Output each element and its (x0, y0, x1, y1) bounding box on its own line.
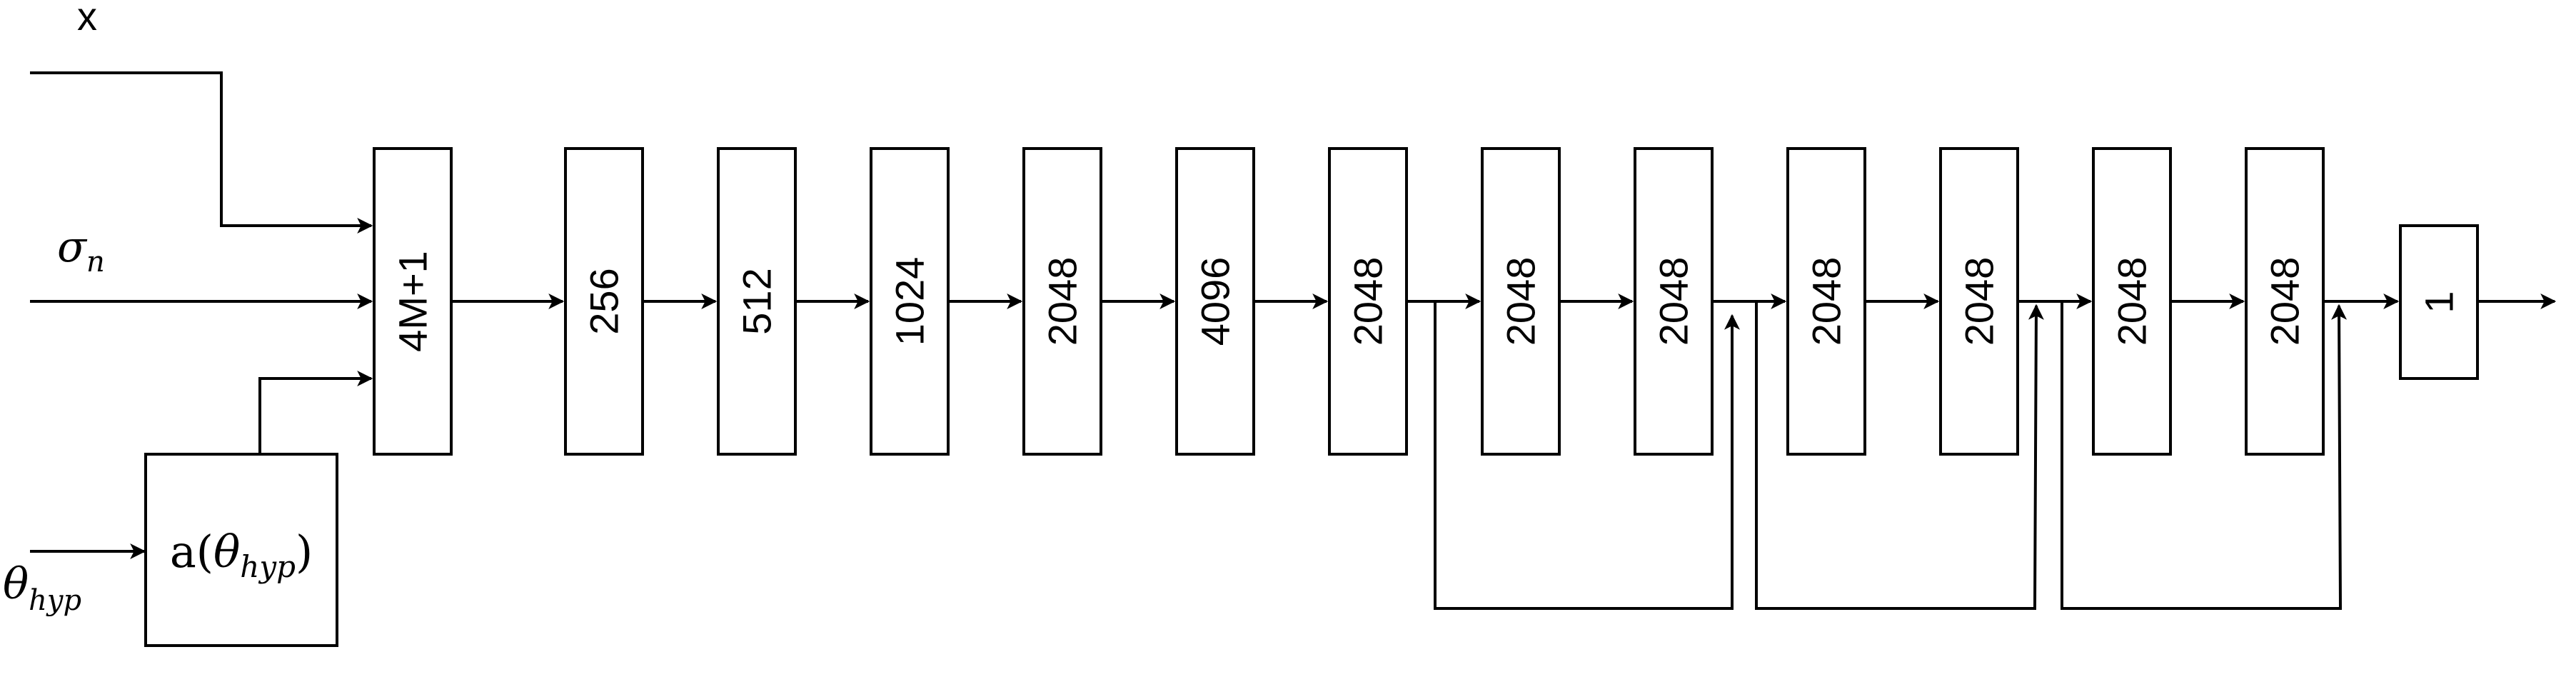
layer-8: 2048 (1481, 147, 1561, 456)
layer-8-size-label: 2048 (1499, 257, 1544, 346)
layer-2-size-label: 256 (582, 268, 627, 334)
layer-8-box (1481, 147, 1561, 456)
layer-5-size-label: 2048 (1040, 257, 1085, 346)
layer-2-box (564, 147, 644, 456)
layer-6-size-label: 4096 (1193, 257, 1238, 346)
hyperparameter-transform-label: a(θhyp) (170, 526, 313, 584)
layer-9-box (1634, 147, 1714, 456)
layer-13: 2048 (2245, 147, 2325, 456)
layer-11: 2048 (1939, 147, 2019, 456)
layer-12: 2048 (2092, 147, 2172, 456)
layer-7-size-label: 2048 (1346, 257, 1391, 346)
layer-11-box (1939, 147, 2019, 456)
layer-1: 4M+1 (373, 147, 453, 456)
layer-13-box (2245, 147, 2325, 456)
layer-13-size-label: 2048 (2263, 257, 2308, 346)
transform-output-wire (258, 371, 373, 454)
skip-connection-1 (1434, 301, 1740, 610)
layer-12-box (2092, 147, 2172, 456)
hyperparameter-transform-block: a(θhyp) (144, 453, 338, 647)
layer-3-size-label: 512 (735, 268, 780, 334)
layer-10-size-label: 2048 (1804, 257, 1849, 346)
layer-9: 2048 (1634, 147, 1714, 456)
layer-10: 2048 (1786, 147, 1866, 456)
input-theta-label: θhyp (3, 559, 81, 617)
layer-6-box (1175, 147, 1255, 456)
layer-6: 4096 (1175, 147, 1255, 456)
layer-5: 2048 (1022, 147, 1102, 456)
layer-7: 2048 (1328, 147, 1408, 456)
layer-4-box (870, 147, 950, 456)
x-input-wire (30, 71, 373, 234)
layer-4: 1024 (870, 147, 950, 456)
layer-3: 512 (717, 147, 797, 456)
layer-9-size-label: 2048 (1651, 257, 1696, 346)
dense-layer-stack: 4M+1 256 512 1024 2048 4096 2048 2048 2048 2048 20… (373, 147, 2479, 456)
layer-12-size-label: 2048 (2110, 257, 2155, 346)
layer-1-size-label: 4M+1 (391, 251, 436, 352)
layer-10-box (1786, 147, 1866, 456)
input-x-label: x (77, 0, 97, 39)
layer-14: 1 (2399, 224, 2479, 380)
layer-5-box (1022, 147, 1102, 456)
layer-14-size-label: 1 (2417, 291, 2462, 313)
layer-4-size-label: 1024 (887, 257, 932, 346)
layer-7-box (1328, 147, 1408, 456)
layer-2: 256 (564, 147, 644, 456)
layer-14-box (2399, 224, 2479, 380)
skip-connection-2 (1755, 301, 2044, 610)
layer-11-size-label: 2048 (1957, 257, 2002, 346)
skip-connection-3 (2061, 301, 2348, 610)
input-sigma-label: σn (57, 222, 105, 279)
